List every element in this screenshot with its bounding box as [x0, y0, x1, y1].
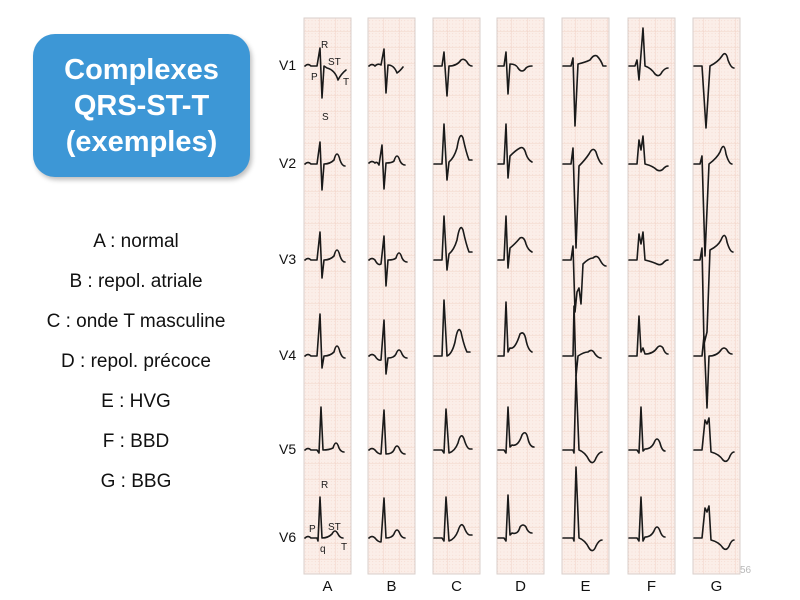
lead-label-v6: V6 — [279, 529, 297, 545]
traces-col-e — [562, 54, 607, 552]
strip-a — [303, 17, 352, 575]
annot-v6-p: P — [309, 524, 316, 535]
col-label-a: A — [322, 578, 333, 595]
col-label-e: E — [580, 578, 591, 595]
legend-item-a: A : normal — [93, 231, 179, 252]
annotations-col-a: R P ST T S R P ST q T — [309, 40, 349, 555]
traces-col-b — [368, 48, 408, 543]
strip-d — [496, 17, 545, 575]
annot-v6-t: T — [341, 542, 347, 553]
col-label-b: B — [386, 578, 397, 595]
annot-v6-q: q — [320, 544, 326, 555]
traces-col-f — [628, 27, 669, 542]
legend-item-g: G : BBG — [100, 471, 172, 492]
strip-e — [561, 17, 610, 575]
strip-c — [432, 17, 481, 575]
title-line-3: (exemples) — [65, 125, 218, 158]
lead-label-v5: V5 — [279, 441, 297, 457]
legend-item-e: E : HVG — [101, 391, 171, 412]
legend-item-f: F : BBD — [102, 431, 170, 452]
annot-v1-t: T — [343, 77, 349, 88]
traces-col-d — [497, 51, 535, 542]
strip-b — [367, 17, 416, 575]
strip-g — [692, 17, 741, 575]
traces-col-c — [433, 51, 473, 542]
col-label-d: D — [515, 578, 526, 595]
annot-v1-s: S — [322, 112, 329, 123]
annot-v6-st: ST — [328, 522, 341, 533]
legend-item-d: D : repol. précoce — [61, 351, 211, 372]
title-line-2: QRS-ST-T — [73, 89, 210, 122]
lead-label-v3: V3 — [279, 251, 297, 267]
traces-col-g — [693, 52, 735, 551]
col-label-g: G — [710, 578, 723, 595]
ecg-traces — [304, 27, 735, 552]
annot-v1-r: R — [321, 40, 328, 51]
annot-v1-p: P — [311, 72, 318, 83]
annot-v6-r: R — [321, 480, 328, 491]
col-label-c: C — [451, 578, 462, 595]
title-box: Complexes QRS-ST-T (exemples) — [33, 34, 250, 177]
title-line-1: Complexes — [64, 53, 219, 86]
lead-label-v2: V2 — [279, 155, 297, 171]
lead-label-v1: V1 — [279, 57, 297, 73]
page-number: 56 — [740, 565, 752, 576]
lead-label-v4: V4 — [279, 347, 297, 363]
annot-v1-st: ST — [328, 57, 341, 68]
col-label-f: F — [646, 578, 657, 595]
strip-columns — [303, 17, 741, 575]
legend: A : normal B : repol. atriale C : onde T… — [0, 222, 272, 502]
legend-item-b: B : repol. atriale — [69, 271, 203, 292]
traces-col-a — [304, 47, 347, 542]
legend-item-c: C : onde T masculine — [46, 311, 226, 332]
strip-f — [627, 17, 676, 575]
